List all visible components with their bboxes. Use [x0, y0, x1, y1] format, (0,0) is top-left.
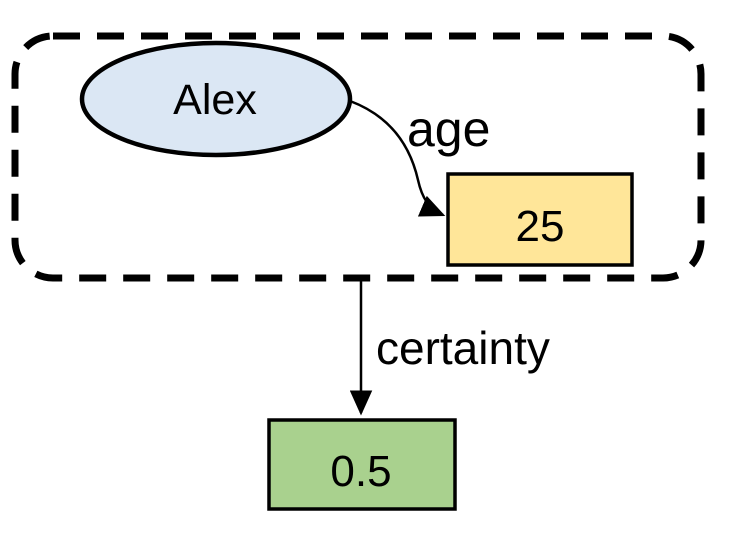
age-edge-label: age — [407, 101, 490, 157]
group-boundary-box — [11, 32, 705, 282]
certainty-value-rect — [267, 418, 457, 511]
value-node-rect — [446, 172, 634, 267]
age-edge-arrow — [349, 99, 446, 217]
entity-node-ellipse — [79, 40, 353, 158]
certainty-value-label: 0.5 — [330, 447, 391, 496]
entity-node-label: Alex — [173, 76, 257, 124]
certainty-edge-label: certainty — [376, 322, 550, 374]
value-node-label: 25 — [516, 202, 565, 251]
